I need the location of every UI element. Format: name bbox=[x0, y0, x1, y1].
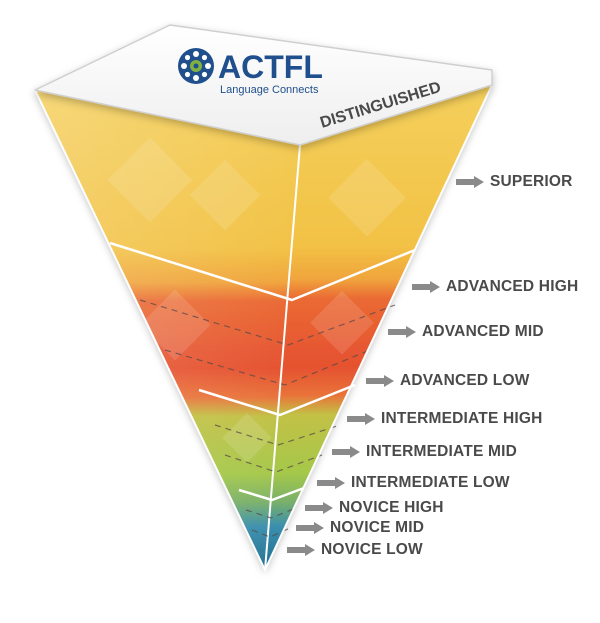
level-novice-mid: NOVICE MID bbox=[296, 517, 424, 539]
level-label: INTERMEDIATE LOW bbox=[351, 474, 510, 491]
level-intermediate-low: INTERMEDIATE LOW bbox=[317, 472, 510, 494]
arrow-right-icon bbox=[347, 413, 375, 425]
arrow-right-icon bbox=[296, 522, 324, 534]
pyramid-outline bbox=[34, 84, 493, 573]
level-label: ADVANCED HIGH bbox=[446, 278, 579, 295]
level-label: ADVANCED LOW bbox=[400, 372, 530, 389]
boundary-intermediate-novice bbox=[238, 486, 305, 502]
arrow-right-icon bbox=[332, 446, 360, 458]
arrow-right-icon bbox=[388, 326, 416, 338]
boundary-superior-advanced bbox=[109, 241, 416, 302]
level-label: SUPERIOR bbox=[490, 173, 573, 190]
level-novice-low: NOVICE LOW bbox=[287, 539, 423, 561]
level-advanced-high: ADVANCED HIGH bbox=[412, 276, 578, 298]
actfl-logo-emblem bbox=[178, 48, 214, 84]
level-advanced-mid: ADVANCED MID bbox=[388, 321, 544, 343]
pyramid-front-edge bbox=[264, 144, 301, 571]
arrow-right-icon bbox=[456, 176, 484, 188]
level-advanced-low: ADVANCED LOW bbox=[366, 370, 530, 392]
arrow-right-icon bbox=[412, 281, 440, 293]
arrow-right-icon bbox=[366, 375, 394, 387]
arrow-right-icon bbox=[287, 544, 315, 556]
level-label: INTERMEDIATE MID bbox=[366, 443, 518, 460]
pyramid-left-highlight bbox=[35, 90, 300, 570]
level-intermediate-mid: INTERMEDIATE MID bbox=[332, 441, 517, 463]
level-intermediate-high: INTERMEDIATE HIGH bbox=[347, 408, 543, 430]
level-label: NOVICE MID bbox=[330, 519, 425, 536]
level-label: ADVANCED MID bbox=[422, 323, 544, 340]
level-label: NOVICE LOW bbox=[321, 541, 423, 558]
logo-name: ACTFL bbox=[218, 49, 323, 85]
arrow-right-icon bbox=[305, 502, 333, 514]
arrow-right-icon bbox=[317, 477, 345, 489]
level-novice-high: NOVICE HIGH bbox=[305, 497, 444, 519]
pyramid-top-face bbox=[34, 24, 493, 146]
level-label: NOVICE HIGH bbox=[339, 499, 444, 516]
level-label: INTERMEDIATE HIGH bbox=[381, 410, 543, 427]
level-boundaries bbox=[109, 144, 416, 571]
level-superior: SUPERIOR bbox=[456, 171, 573, 193]
logo-tagline: Language Connects bbox=[220, 84, 319, 96]
boundary-advanced-intermediate bbox=[198, 383, 356, 417]
